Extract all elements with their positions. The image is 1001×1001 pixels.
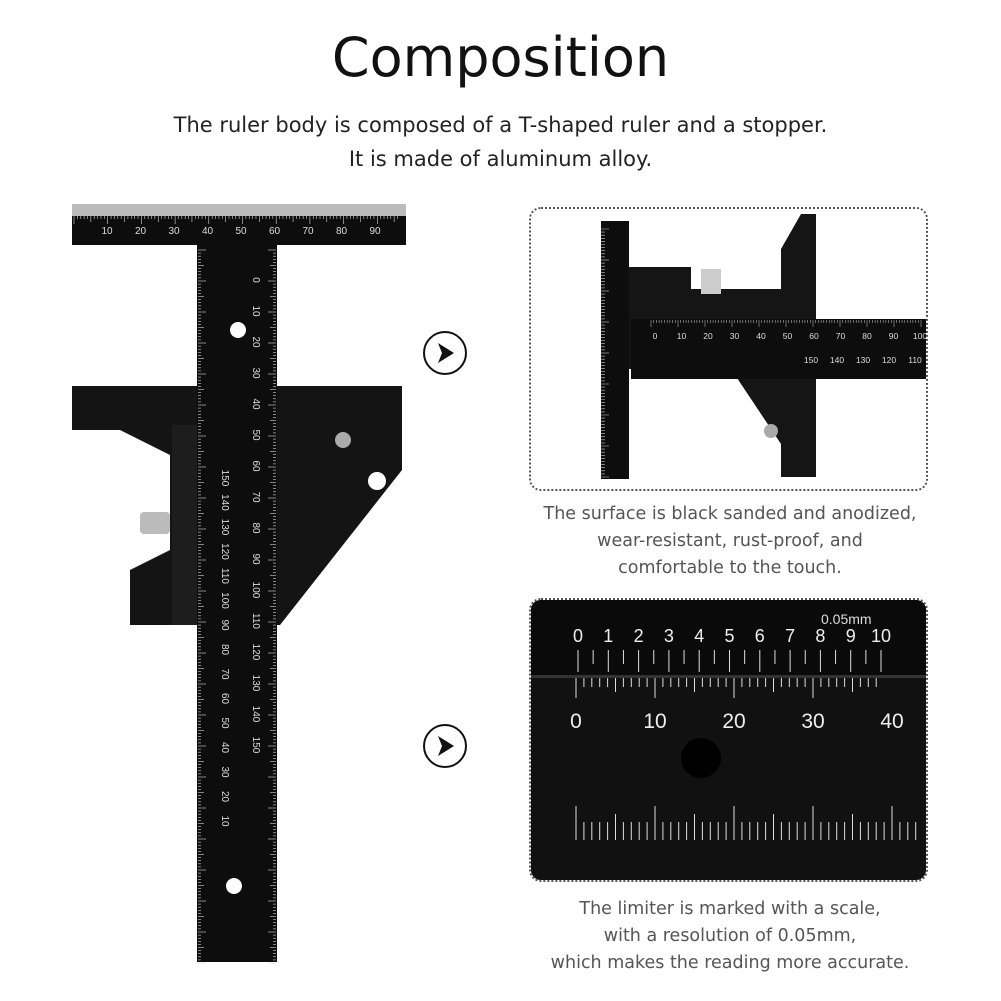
scale-label: 140 (830, 355, 844, 365)
t-ruler-image: 10 20 30 40 50 60 70 80 90 0 10 20 30 40 50 60 70 80 90 100… (72, 204, 406, 964)
chevron-right-circle-icon (423, 331, 467, 375)
scale-label: 1 (603, 626, 613, 646)
scale-label: 6 (755, 626, 765, 646)
scale-label: 10 (101, 226, 113, 237)
scale-label: 4 (694, 626, 704, 646)
scale-label: 130 (250, 675, 261, 692)
scale-label: 50 (783, 331, 793, 341)
scale-label: 100 (913, 331, 926, 341)
scale-label: 30 (219, 766, 230, 778)
scale-label: 50 (219, 717, 230, 729)
scale-label: 10 (219, 815, 230, 827)
scale-label: 20 (722, 710, 745, 733)
chevron-right-circle-icon (423, 724, 467, 768)
subtitle-line: The ruler body is composed of a T-shaped… (173, 113, 828, 137)
scale-label: 30 (730, 331, 740, 341)
page-title: Composition (331, 26, 670, 89)
scale-label: 20 (703, 331, 713, 341)
scale-label: 0 (573, 626, 583, 646)
scale-label: 100 (219, 592, 230, 609)
scale-label: 60 (269, 226, 281, 237)
scale-label: 90 (369, 226, 381, 237)
scale-label: 20 (219, 791, 230, 803)
scale-label: 110 (908, 355, 922, 365)
caption-line: which makes the reading more accurate. (550, 953, 910, 973)
scale-label: 50 (250, 429, 261, 441)
scale-label: 30 (801, 710, 824, 733)
scale-label: 10 (871, 626, 891, 646)
scale-label: 60 (809, 331, 819, 341)
detail-surface-image: 0 10 20 30 40 50 60 70 80 90 100 150 140 130 120 110 (529, 207, 928, 491)
scale-label: 100 (250, 582, 261, 599)
scale-label: 150 (804, 355, 818, 365)
scale-label: 70 (250, 491, 261, 503)
scale-label: 120 (250, 644, 261, 661)
scale-label: 50 (235, 226, 247, 237)
caption-line: wear-resistant, rust-proof, and (597, 531, 863, 551)
caption-line: The limiter is marked with a scale, (579, 899, 881, 919)
resolution-label: 0.05mm (821, 611, 872, 627)
subtitle-line: It is made of aluminum alloy. (348, 147, 653, 171)
scale-label: 7 (785, 626, 795, 646)
scale-label: 110 (250, 613, 261, 629)
scale-label: 10 (250, 305, 261, 317)
scale-label: 30 (250, 367, 261, 379)
scale-label: 140 (250, 706, 261, 723)
scale-label: 40 (250, 398, 261, 410)
scale-label: 80 (219, 644, 230, 656)
caption-scale: The limiter is marked with a scale, with… (520, 896, 940, 977)
scale-label: 40 (756, 331, 766, 341)
scale-label: 130 (219, 519, 230, 536)
scale-label: 0 (570, 710, 582, 733)
scale-label: 2 (634, 626, 644, 646)
scale-label: 70 (836, 331, 846, 341)
scale-label: 120 (219, 543, 230, 560)
scale-label: 10 (643, 710, 666, 733)
scale-label: 40 (202, 226, 214, 237)
scale-label: 40 (880, 710, 903, 733)
caption-surface: The surface is black sanded and anodized… (520, 501, 940, 582)
scale-label: 60 (219, 693, 230, 705)
caption-line: with a resolution of 0.05mm, (603, 926, 857, 946)
scale-label: 130 (856, 355, 870, 365)
scale-label: 5 (724, 626, 734, 646)
scale-label: 80 (250, 522, 261, 534)
scale-label: 40 (219, 742, 230, 754)
scale-label: 140 (219, 494, 230, 511)
scale-label: 70 (219, 668, 230, 680)
scale-label: 80 (336, 226, 348, 237)
scale-label: 60 (250, 460, 261, 472)
scale-label: 90 (250, 553, 261, 565)
scale-label: 110 (219, 568, 230, 584)
scale-label: 8 (815, 626, 825, 646)
scale-label: 90 (889, 331, 899, 341)
scale-label: 20 (135, 226, 147, 237)
scale-label: 120 (882, 355, 896, 365)
scale-label: 80 (862, 331, 872, 341)
scale-label: 10 (677, 331, 687, 341)
scale-label: 20 (250, 336, 261, 348)
scale-label: 150 (250, 737, 261, 754)
caption-line: comfortable to the touch. (618, 558, 842, 578)
scale-label: 0 (653, 331, 658, 341)
scale-label: 70 (302, 226, 314, 237)
scale-label: 3 (664, 626, 674, 646)
caption-line: The surface is black sanded and anodized… (543, 504, 917, 524)
scale-label: 30 (168, 226, 180, 237)
scale-label: 9 (846, 626, 856, 646)
scale-label: 90 (219, 619, 230, 631)
scale-label: 150 (219, 470, 230, 487)
scale-label: 0 (250, 277, 261, 283)
